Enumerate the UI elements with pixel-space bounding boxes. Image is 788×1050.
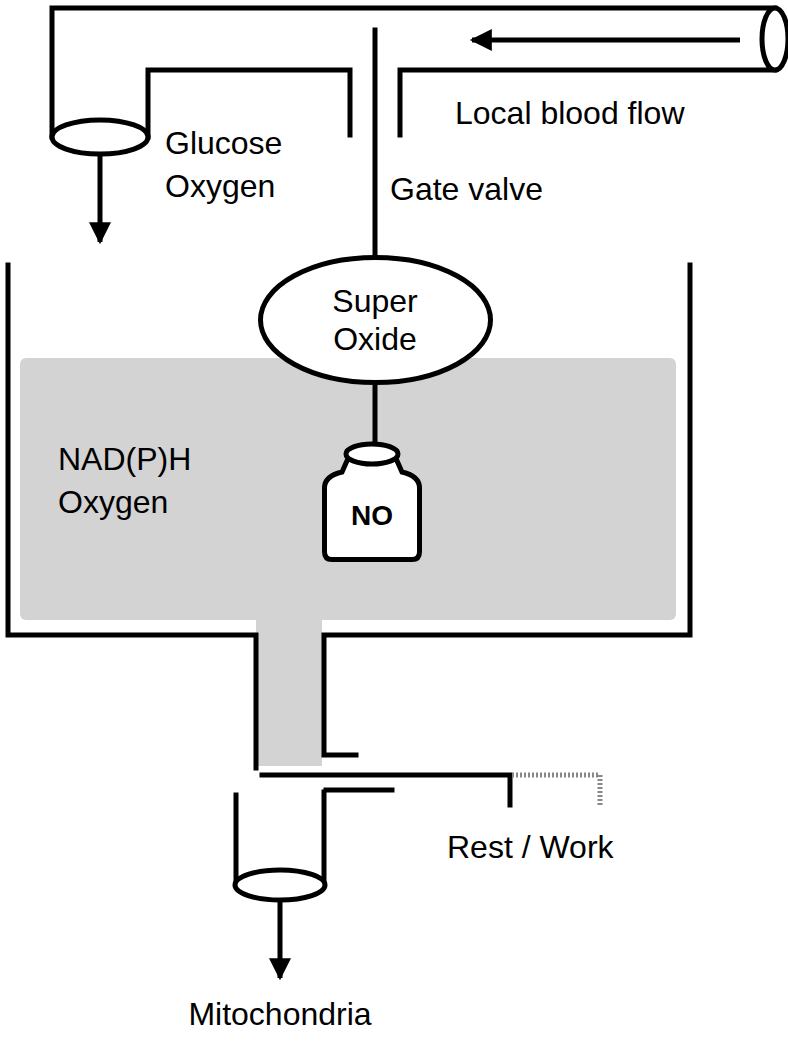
tank-wall [8,265,256,768]
pipe-opening [762,8,788,70]
part-label: Gate valve [390,168,610,211]
node-text: NO [332,499,412,562]
hanging-string [373,385,378,442]
bottle-neck [346,444,398,464]
pipe-wall [322,792,327,880]
tank-fluid [20,358,676,620]
node-text: Super Oxide [300,282,450,359]
no-bottle: NO [322,442,422,562]
part-label: Glucose Oxygen [165,122,315,208]
valve-plate-alternate [512,775,600,805]
part-label: Mitochondria [170,993,390,1036]
flow-arrow [278,901,283,978]
flow-arrow [98,156,103,242]
valve-guide [326,788,392,793]
gate-valve-rod [373,30,378,255]
pipe-wall [234,795,239,880]
part-label: Local blood flow [455,92,785,135]
pipe-opening [52,120,148,154]
part-label: NAD(P)H Oxygen [58,438,218,524]
superoxide-ellipse: Super Oxide [258,255,493,385]
part-label: Rest / Work [447,826,687,869]
ellipse-outline [258,255,493,385]
flow-arrow [472,38,740,43]
valve-plate [262,775,510,805]
pipe-opening [235,870,325,900]
outlet-fluid [256,610,322,766]
ellipse-outline [260,258,490,383]
